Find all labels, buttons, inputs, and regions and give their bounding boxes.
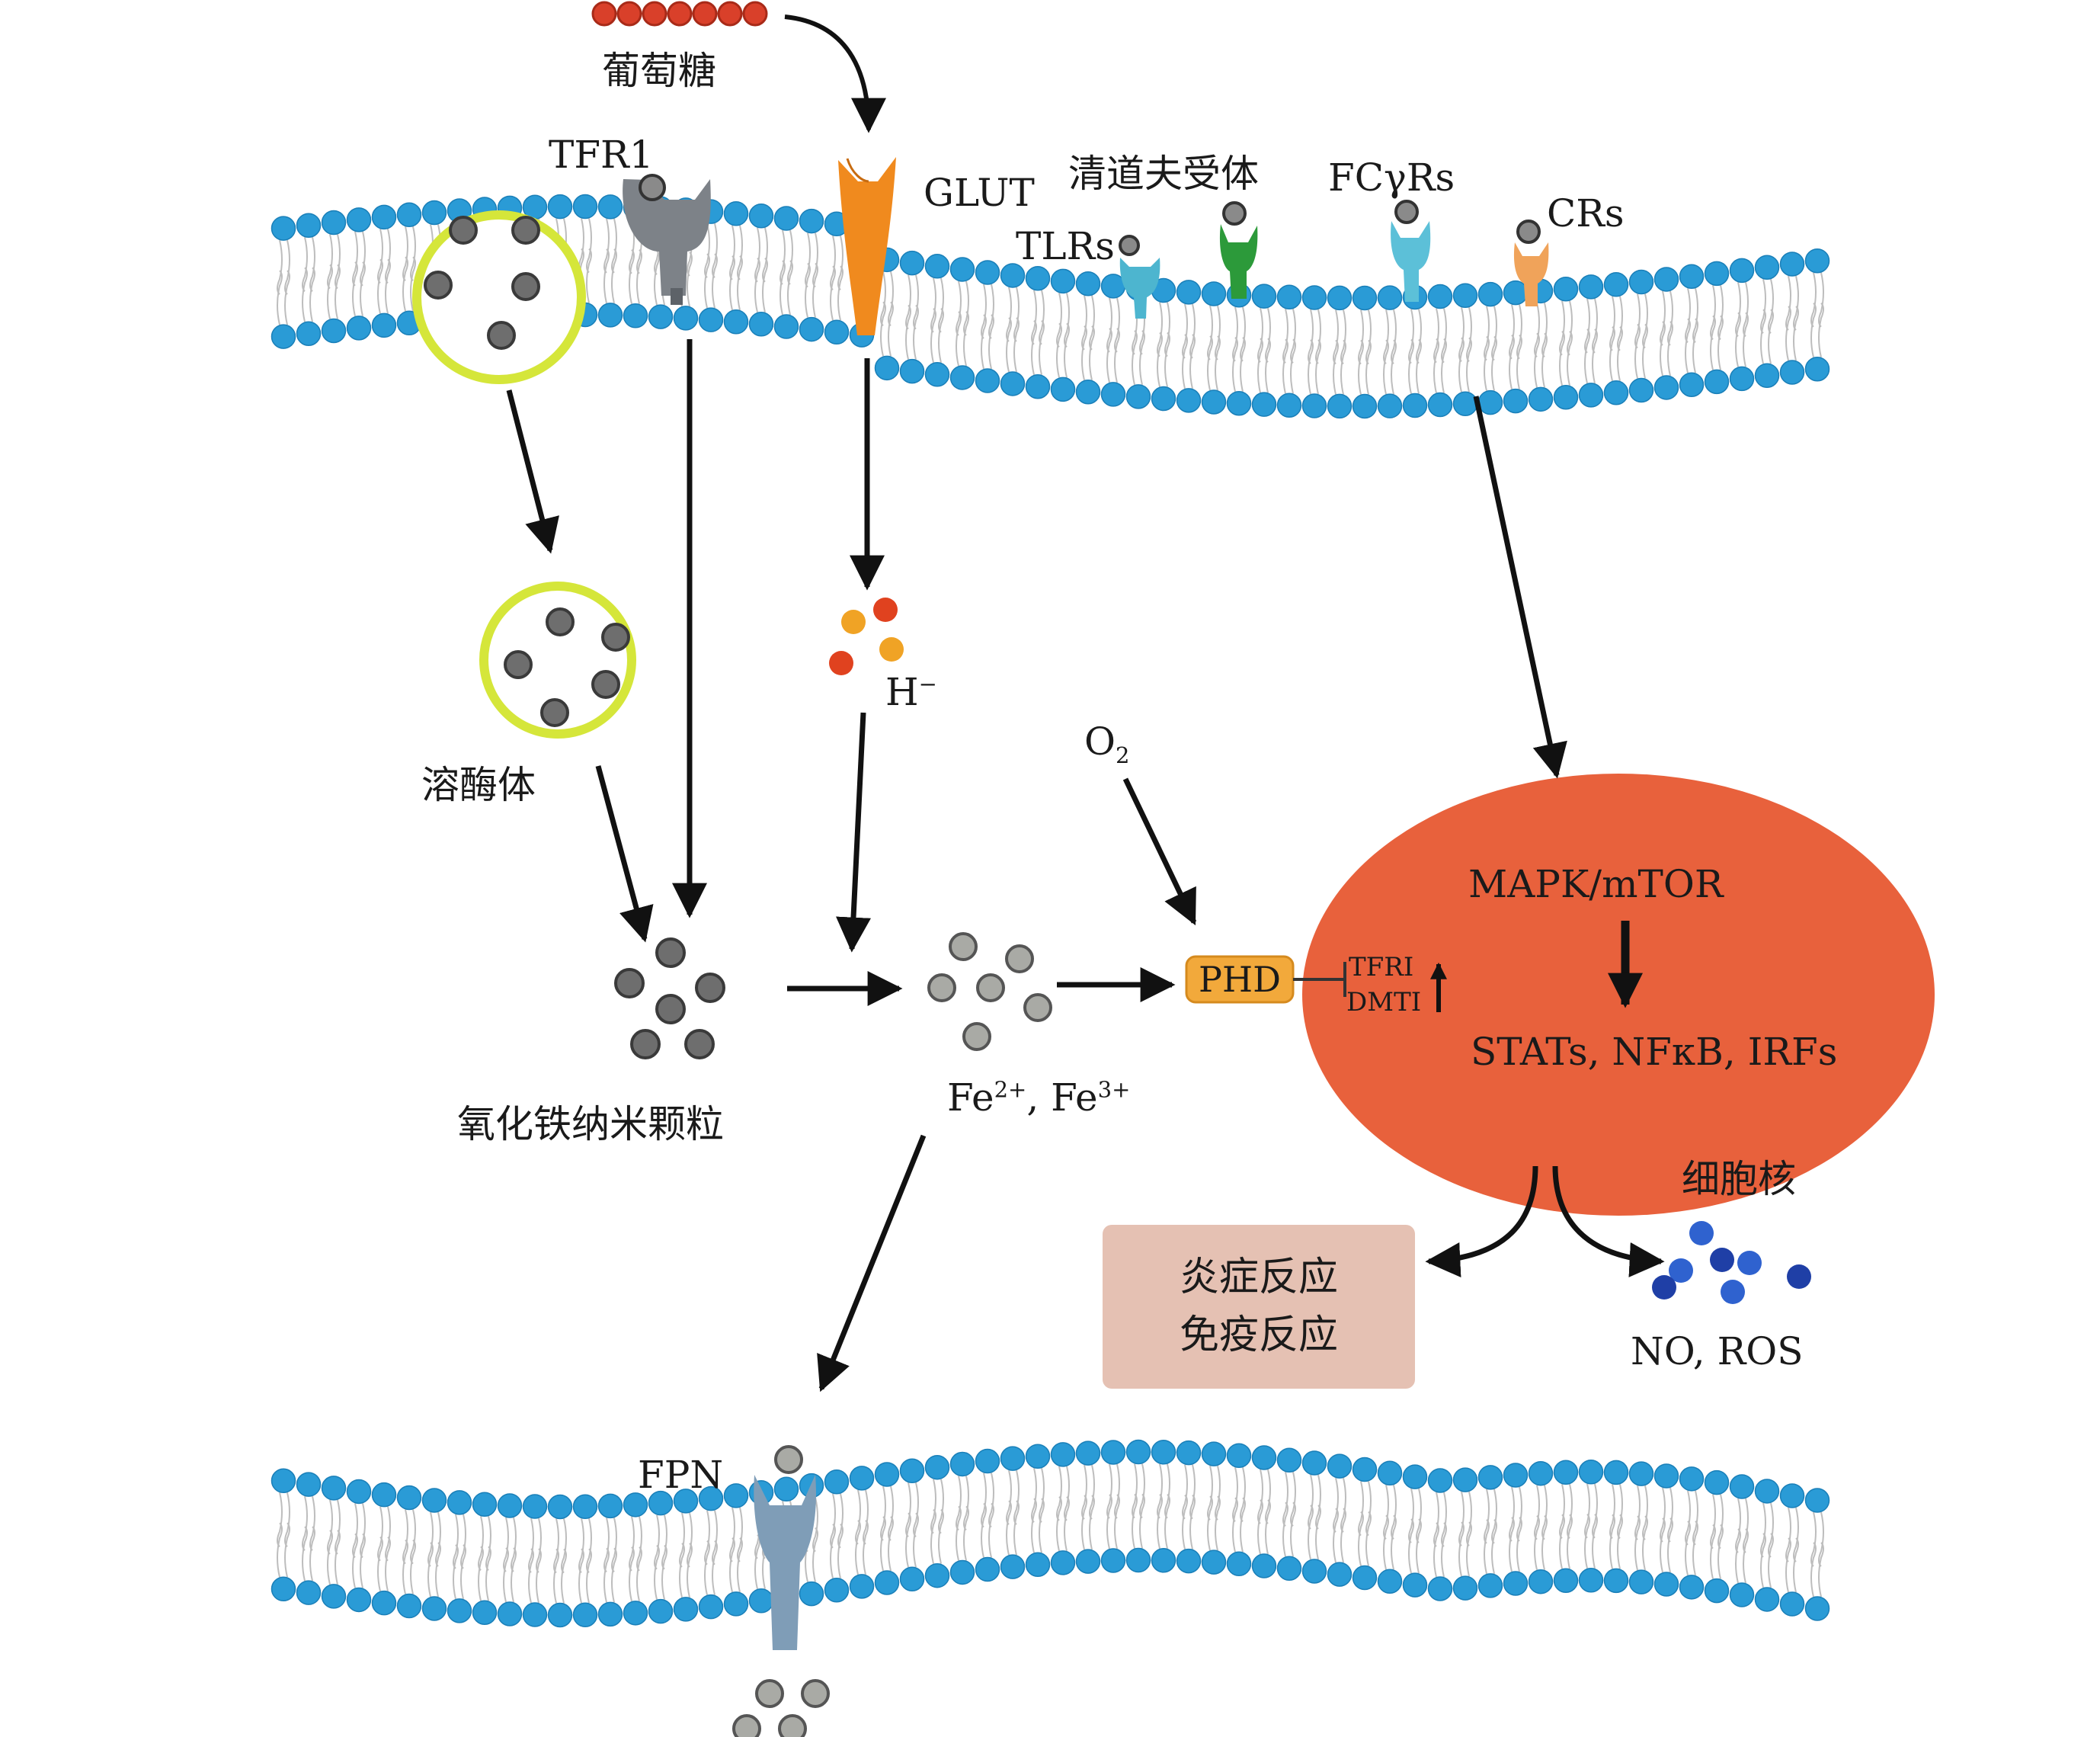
fcgr-receptor — [1391, 200, 1431, 302]
phd-label: PHD — [1199, 959, 1281, 1000]
glut-label: GLUT — [924, 171, 1035, 215]
glut-transporter — [838, 157, 896, 335]
tlrs-label: TLRs — [1016, 224, 1115, 268]
lysosome-label: 溶酶体 — [421, 763, 536, 807]
iron-oxide-nanoparticles — [614, 937, 725, 1059]
iron-ions — [927, 932, 1052, 1051]
inflammatory-response-label: 炎症反应 — [1179, 1255, 1338, 1301]
response-box-text: 炎症反应 免疫反应 — [1103, 1225, 1415, 1389]
immune-response-label: 免疫反应 — [1179, 1312, 1338, 1358]
cr-receptor — [1513, 220, 1549, 306]
glucose-chain-icon — [591, 1, 768, 27]
exported-iron-particles — [732, 1445, 830, 1737]
nucleus-label: 细胞核 — [1682, 1157, 1796, 1201]
phd-inhibition-mark — [1293, 962, 1346, 997]
fpn-transporter — [754, 1475, 816, 1650]
mapk-mtor-label: MAPK/mTOR — [1468, 862, 1724, 906]
oxygen-label: O2 — [1084, 719, 1130, 768]
no-ros-particles — [1652, 1221, 1811, 1304]
fcgr-label: FCγRs — [1328, 155, 1455, 200]
scavenger-receptor — [1219, 201, 1258, 299]
response-box — [1103, 1225, 1415, 1389]
glucose-uptake-arrow — [784, 14, 886, 133]
endocytic-vesicle — [412, 210, 586, 384]
glucose-label: 葡萄糖 — [602, 49, 716, 93]
cell-membrane-bottom — [271, 1439, 1830, 1628]
crs-label: CRs — [1547, 191, 1625, 236]
fpn-label: FPN — [638, 1453, 724, 1497]
tfri-label: TFRI — [1349, 952, 1414, 982]
proton-label: H− — [885, 670, 937, 714]
lysosome — [479, 582, 636, 739]
tlr-receptor — [1119, 235, 1160, 319]
pathway-arrows — [506, 339, 1665, 1392]
cell-membrane-top — [271, 194, 1830, 419]
dmti-label: DMTI — [1346, 987, 1422, 1018]
tfr1-receptor — [623, 174, 711, 305]
iron-ion-label: Fe2+, Fe3+ — [947, 1075, 1131, 1120]
nanoparticle-label: 氧化铁纳米颗粒 — [457, 1102, 724, 1146]
stats-label: STATs, NFκB, IRFs — [1471, 1030, 1838, 1074]
proton-cluster — [829, 598, 904, 675]
scavenger-receptor-label: 清道夫受体 — [1068, 152, 1259, 196]
tfr1-label: TFR1 — [549, 133, 654, 177]
no-ros-label: NO, ROS — [1631, 1329, 1804, 1373]
